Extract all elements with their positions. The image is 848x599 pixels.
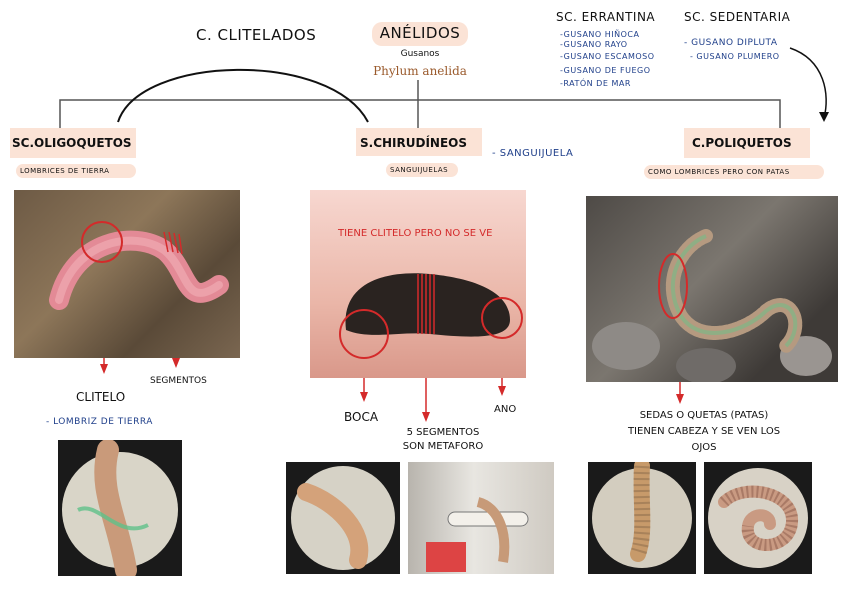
oligoquetos-title: SC.OLIGOQUETOS xyxy=(12,136,132,150)
title-pill xyxy=(372,22,468,46)
poliquetos-title: C.POLIQUETOS xyxy=(692,136,792,150)
poliquetos-box xyxy=(684,128,810,158)
boca-label: BOCA xyxy=(344,410,379,424)
errantina-item: -GUSANO ESCAMOSO xyxy=(560,52,655,61)
errantina-item: -GUSANO HIÑOCA xyxy=(560,30,640,39)
oligoquetos-subtitle: LOMBRICES DE TIERRA xyxy=(20,167,110,175)
earthworm-microscope-photo xyxy=(58,440,182,576)
leech-microscope-photo xyxy=(286,462,400,574)
polychaete-microscope-photo-1 xyxy=(588,462,696,574)
sedentaria-title: SC. SEDENTARIA xyxy=(684,10,791,24)
oligoquetos-segmentos-label: SEGMENTOS xyxy=(150,376,207,386)
lab-tube-photo xyxy=(408,462,554,574)
sedentaria-item: - GUSANO PLUMERO xyxy=(690,52,780,61)
ano-label: ANO xyxy=(494,404,517,415)
clitelo-label: CLITELO xyxy=(76,390,126,404)
hirudineos-segmentos-label: 5 SEGMENTOS SON METAFORO xyxy=(402,427,484,452)
oligoquetos-box xyxy=(10,128,136,158)
earthworm-photo xyxy=(14,190,240,358)
sedentaria-item: - GUSANO DIPLUTA xyxy=(684,38,778,48)
polychaete-photo xyxy=(586,196,838,382)
errantina-item: -RATÓN DE MAR xyxy=(560,79,631,88)
leech-photo xyxy=(310,190,526,378)
page-subtitle: Gusanos xyxy=(400,49,440,59)
hirudineos-subtitle: SANGUIJUELAS xyxy=(390,166,449,174)
errantina-item: -GUSANO DE FUEGO xyxy=(560,66,651,75)
oligoquetos-subtitle-pill xyxy=(16,164,136,178)
errantina-title: SC. ERRANTINA xyxy=(556,10,656,24)
hirudineos-title: S.CHIRUDÍNEOS xyxy=(360,136,468,150)
errantina-item: -GUSANO RAYO xyxy=(560,40,628,49)
sanguijuela-note: - SANGUIJUELA xyxy=(492,148,574,159)
clitelados-label: C. CLITELADOS xyxy=(196,26,317,44)
poliquetos-subtitle: COMO LOMBRICES PERO CON PATAS xyxy=(648,168,790,176)
phylum-label: Phylum anelida xyxy=(373,64,467,78)
lombriz-example: - LOMBRIZ DE TIERRA xyxy=(46,417,153,427)
polychaete-microscope-photo-2 xyxy=(704,462,812,574)
poliquetos-subtitle-pill xyxy=(644,165,824,179)
poliquetos-caption: SEDAS O QUETAS (PATAS) TIENEN CABEZA Y S… xyxy=(627,410,781,453)
hirudineos-subtitle-pill xyxy=(386,163,458,177)
hirudineos-box xyxy=(356,128,482,156)
leech-photo-text: TIENE CLITELO PERO NO SE VE xyxy=(338,228,493,239)
page-title: ANÉLIDOS xyxy=(379,24,461,42)
